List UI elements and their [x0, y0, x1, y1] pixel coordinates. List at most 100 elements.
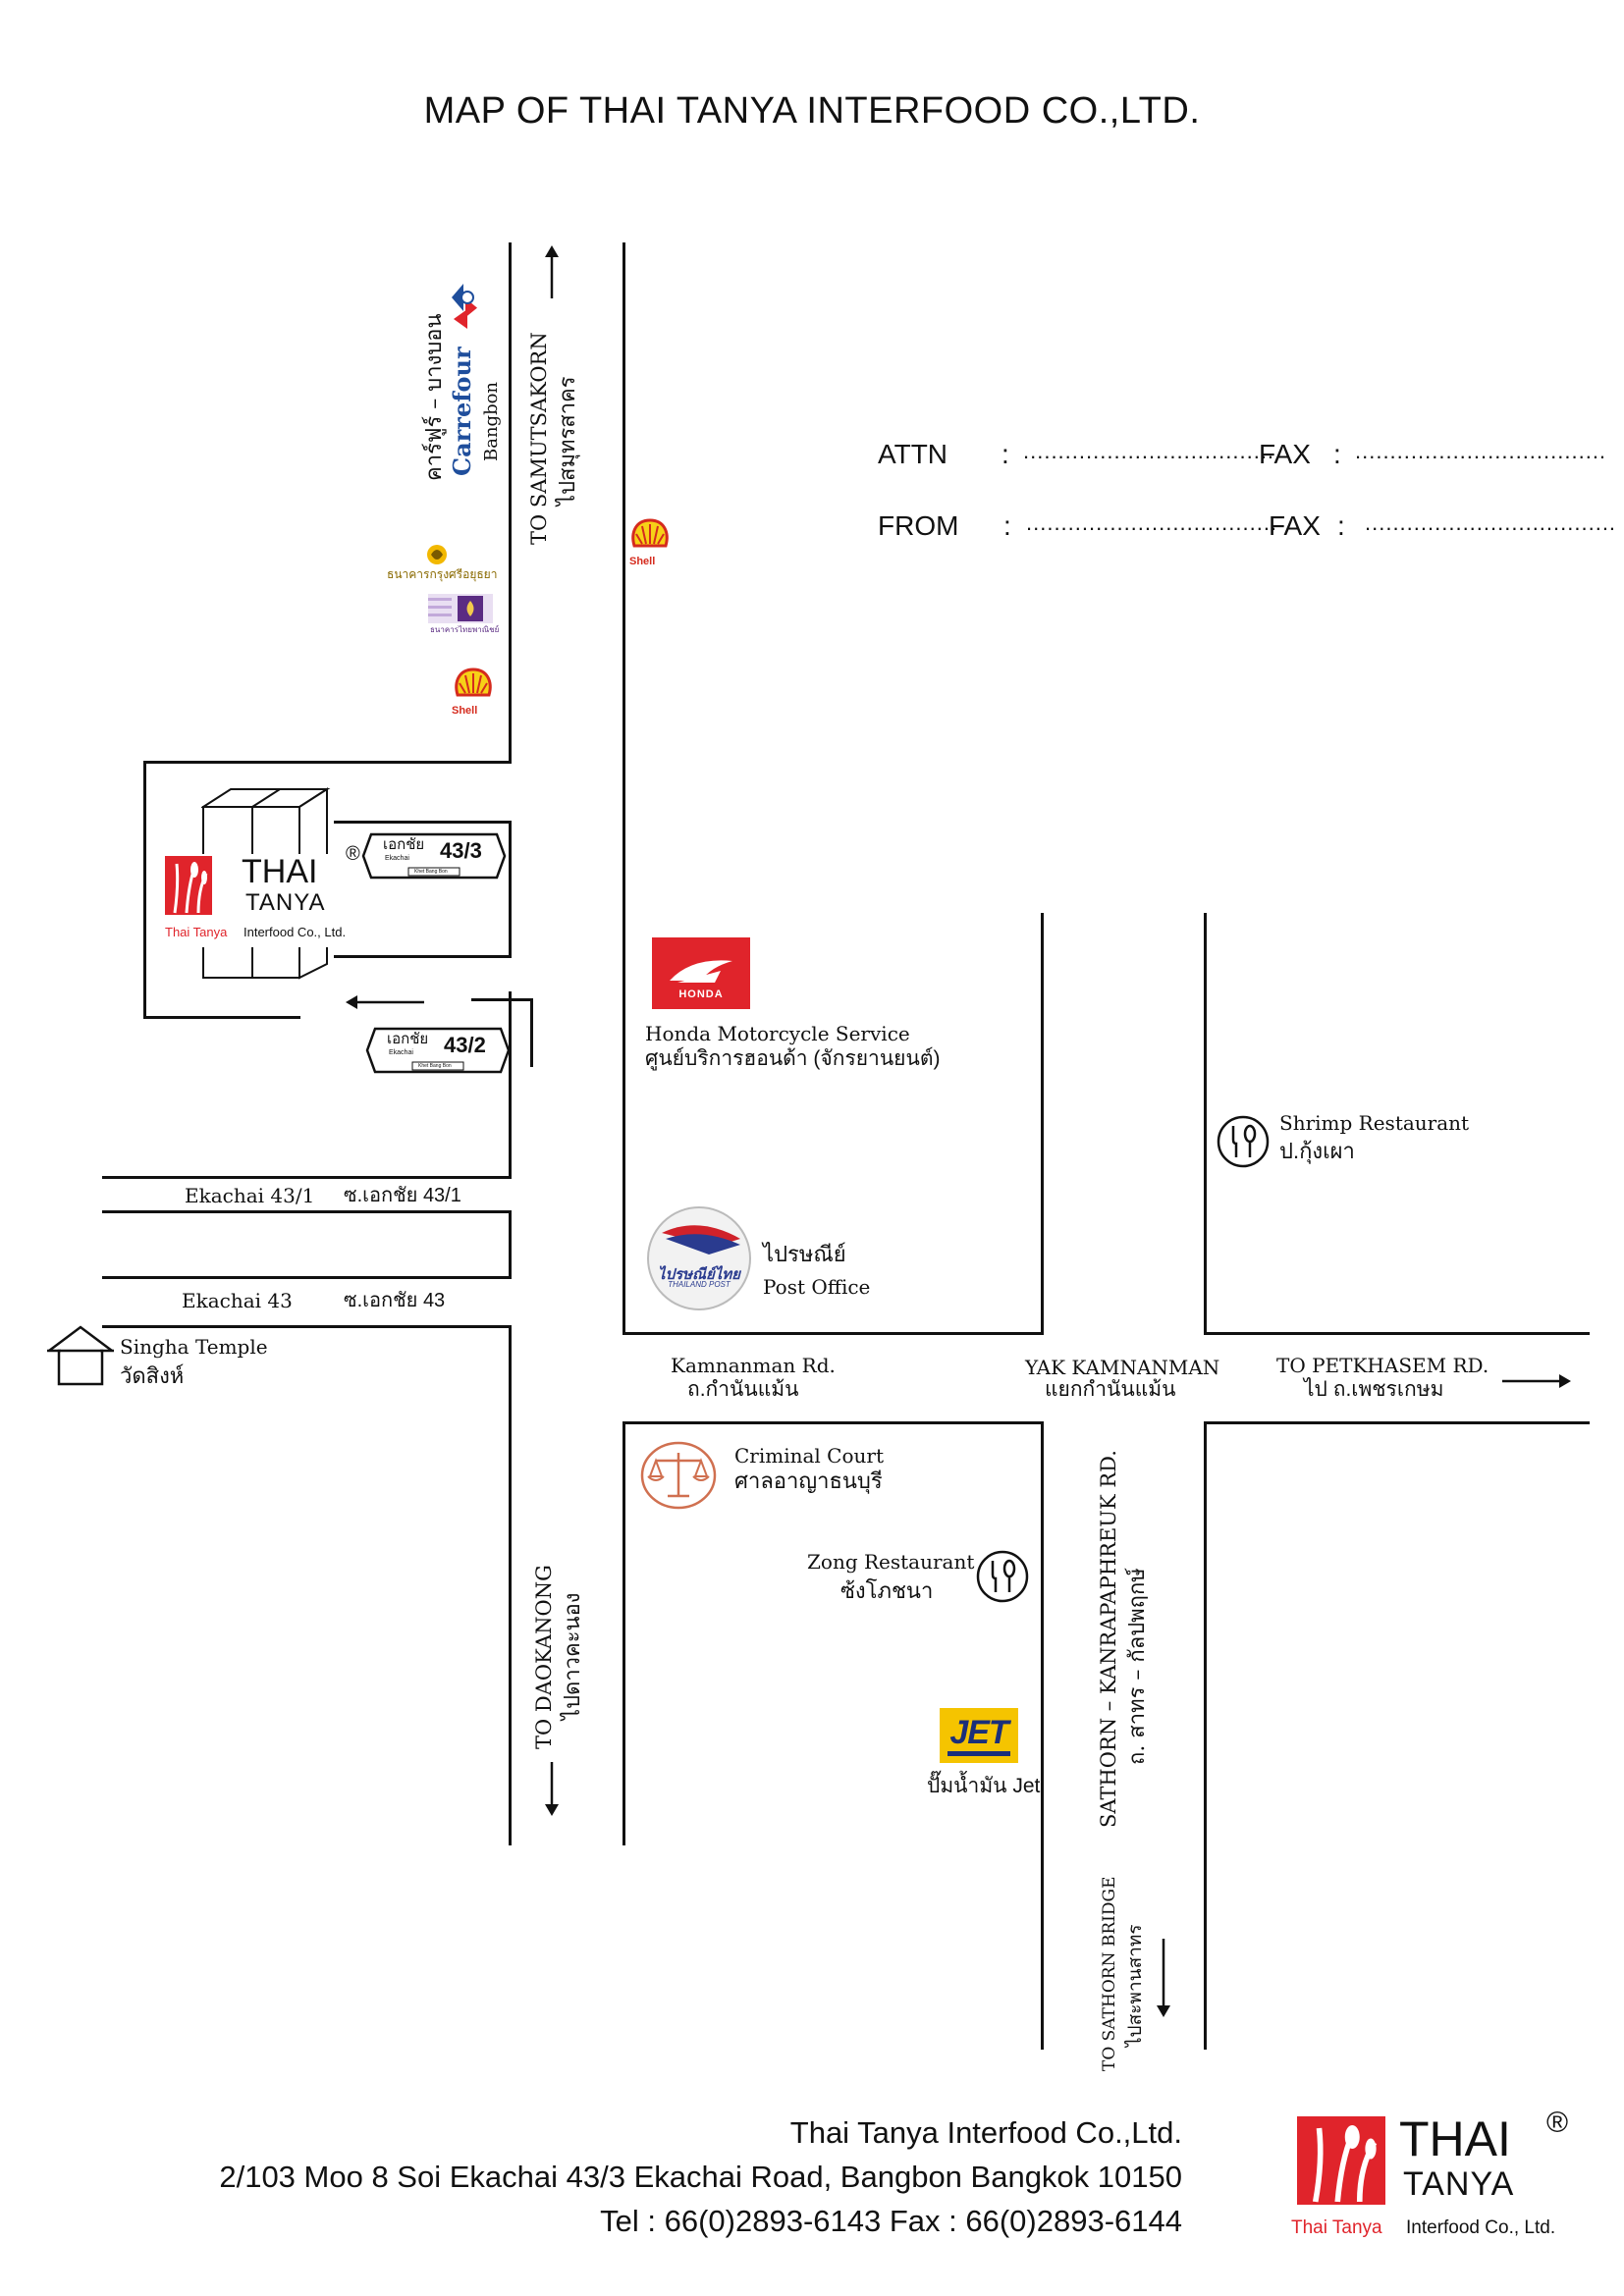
road-43-1-top — [102, 1176, 512, 1179]
zong-restaurant-icon — [976, 1550, 1029, 1603]
soi-43-2-right — [530, 998, 533, 1067]
jet-logo: JET — [940, 1708, 1018, 1763]
krungsri-logo-icon — [427, 545, 447, 564]
page-title: MAP OF THAI TANYA INTERFOOD CO.,LTD. — [423, 90, 1201, 132]
shell-label-2: Shell — [629, 556, 656, 567]
attn-dots[interactable]: .................................... — [1023, 439, 1275, 463]
sathorn-left-lower — [1041, 1421, 1044, 2050]
company-block-top — [143, 761, 512, 764]
zong-thai-label: ซ้งโภชนา — [840, 1578, 934, 1603]
singha-en-label: Singha Temple — [120, 1335, 268, 1359]
carrefour-thai-label: คาร์ฟูร์ – บางบอน — [422, 313, 447, 481]
footer-company: Thai Tanya Interfood Co.,Ltd. — [789, 2115, 1182, 2150]
zong-en-label: Zong Restaurant — [807, 1550, 975, 1574]
soi-43-2-sign: เอกชัย Ekachai 43/2 Khet Bang Bon — [365, 1027, 511, 1074]
arrow-left-into-company — [346, 995, 424, 1009]
company-map-logo-thai: THAI — [242, 853, 318, 890]
from-fax-colon: : — [1337, 510, 1345, 541]
arrow-down-daokanong — [545, 1762, 559, 1816]
road-right-lower — [623, 1423, 625, 1845]
carrefour-bangbon-label: Bangbon — [481, 381, 502, 461]
to-sathorn-bridge-label: TO SATHORN BRIDGE — [1100, 1876, 1119, 2071]
ekachai-43-1-en-label: Ekachai 43/1 — [185, 1184, 315, 1207]
kamnanman-thai-label: ถ.กำนันแม้น — [687, 1378, 799, 1401]
soi-43-3-top — [334, 821, 512, 824]
to-daokanong-thai-label: ไปดาวคะนอง — [561, 1592, 585, 1720]
footer-logo-mark — [1297, 2116, 1385, 2205]
singha-thai-label: วัดสิงห์ — [120, 1363, 185, 1388]
yak-top — [1204, 1332, 1590, 1335]
to-daokanong-label: TO DAOKANONG — [532, 1565, 556, 1749]
road-43-1-left-vert — [509, 1210, 512, 1279]
attn-label: ATTN — [878, 439, 948, 469]
footer-logo-registered: ® — [1546, 2107, 1569, 2139]
from-dots[interactable]: .................................... — [1026, 510, 1278, 535]
post-en-label: Post Office — [763, 1275, 871, 1299]
company-map-logo-sub-black: Interfood Co., Ltd. — [244, 925, 347, 939]
road-43-top — [102, 1276, 512, 1279]
honda-logo: HONDA — [652, 937, 750, 1009]
arrow-up-samutsakorn — [545, 245, 559, 298]
company-map-logo: THAI TANYA Thai Tanya Interfood Co., Ltd… — [165, 854, 361, 947]
footer-logo-thai: THAI — [1399, 2111, 1511, 2166]
to-sathorn-bridge-thai-label: ไปสะพานสาทร — [1124, 1924, 1146, 2047]
court-thai-label: ศาลอาญาธนบุรี — [734, 1468, 883, 1493]
sathorn-road-thai-label: ถ. สาทร – กัลปพฤกษ์ — [1125, 1568, 1150, 1765]
company-map-logo-mark — [165, 856, 212, 915]
soi-43-3-sign-thai: เอกชัย — [383, 836, 425, 853]
sathorn-left-upper — [1041, 913, 1044, 1335]
from-colon: : — [1003, 510, 1011, 541]
soi-43-2-sign-bottom: Khet Bang Bon — [418, 1063, 452, 1069]
sathorn-road-en-label: SATHORN – KANRAPAPHREUK RD. — [1097, 1450, 1120, 1828]
jet-brand-label: JET — [949, 1714, 1008, 1751]
carrefour-brand-label: Carrefour — [448, 347, 476, 476]
road-left-lower — [509, 1325, 512, 1845]
court-scales-icon — [640, 1441, 717, 1510]
temple-icon — [47, 1325, 114, 1386]
footer-logo-tanya: TANYA — [1403, 2165, 1515, 2203]
attn-colon: : — [1001, 439, 1009, 469]
soi-43-3-right — [509, 821, 512, 958]
company-map-logo-tanya: TANYA — [245, 889, 326, 916]
ekachai-43-thai-label: ซ.เอกชัย 43 — [344, 1290, 446, 1311]
to-samutsakorn-thai-label: ไปสมุทรสาคร — [556, 376, 580, 506]
arrow-down-sathorn-bridge — [1157, 1939, 1170, 2017]
honda-brand-label: HONDA — [678, 988, 724, 1000]
honda-en-label: Honda Motorcycle Service — [645, 1022, 910, 1045]
from-label: FROM — [878, 510, 959, 541]
road-left-mid — [509, 991, 512, 1178]
company-map-logo-sub-red: Thai Tanya — [165, 925, 228, 939]
kamnanman-bottom — [623, 1421, 1043, 1424]
post-office-logo: ไปรษณีย์ไทย THAILAND POST — [646, 1205, 752, 1311]
from-fax-dots[interactable]: .................................... — [1365, 510, 1617, 535]
ekachai-43-1-thai-label: ซ.เอกชัย 43/1 — [344, 1185, 461, 1206]
post-logo-en: THAILAND POST — [668, 1280, 731, 1289]
krungsri-bank-label: ธนาคารกรุงศรีอยุธยา — [387, 567, 498, 581]
footer-logo-sub-red: Thai Tanya — [1291, 2217, 1382, 2238]
soi-43-3-bottom — [334, 955, 512, 958]
shrimp-en-label: Shrimp Restaurant — [1279, 1111, 1470, 1135]
road-right-main — [623, 242, 625, 1332]
honda-thai-label: ศูนย์บริการฮอนด้า (จักรยานยนต์) — [645, 1047, 941, 1070]
to-samutsakorn-label: TO SAMUTSAKORN — [527, 332, 551, 545]
post-logo-text: ไปรษณีย์ไทย — [658, 1266, 740, 1283]
ekachai-43-en-label: Ekachai 43 — [182, 1289, 293, 1312]
road-43-1-bottom — [102, 1210, 512, 1213]
attn-fax-label: FAX — [1259, 439, 1311, 469]
jet-stripe — [947, 1751, 1010, 1756]
kamnanman-en-label: Kamnanman Rd. — [671, 1354, 836, 1377]
footer-logo: THAI ® TANYA Thai Tanya Interfood Co., L… — [1291, 2107, 1586, 2248]
soi-43-3-sign-num: 43/3 — [440, 838, 482, 863]
sathorn-right-lower — [1204, 1421, 1207, 2050]
petkhasem-en-label: TO PETKHASEM RD. — [1276, 1354, 1489, 1377]
footer-logo-sub-black: Interfood Co., Ltd. — [1406, 2217, 1556, 2238]
wheat-icon — [173, 862, 208, 914]
soi-43-2-sign-num: 43/2 — [444, 1033, 486, 1057]
road-43-bottom — [102, 1325, 512, 1328]
shrimp-restaurant-icon — [1217, 1115, 1270, 1168]
attn-fax-colon: : — [1333, 439, 1341, 469]
company-block-bottom — [143, 1016, 300, 1019]
attn-fax-dots[interactable]: .................................... — [1355, 439, 1607, 463]
soi-43-3-sign: เอกชัย Ekachai 43/3 Khet Bang Bon — [361, 832, 507, 880]
yak-en-label: YAK KAMNANMAN — [1025, 1356, 1220, 1379]
